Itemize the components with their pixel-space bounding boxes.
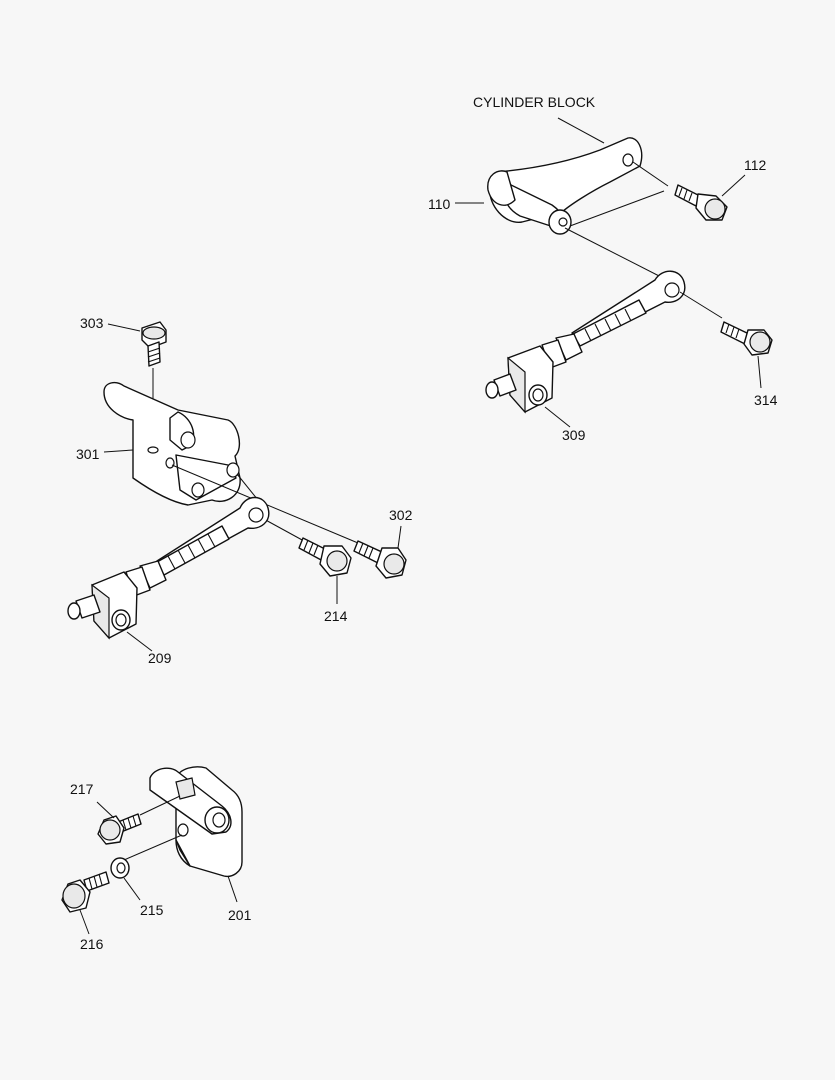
part-215-washer [110, 857, 130, 879]
label-309: 309 [562, 427, 586, 443]
guide-217-201 [139, 795, 181, 816]
part-209-rod-end [67, 496, 270, 640]
guide-309-314 [679, 291, 723, 319]
leader-cylinder-block [557, 117, 605, 144]
guide-110-309 [564, 227, 666, 280]
part-217-bolt [97, 813, 142, 845]
leader-201 [227, 875, 238, 903]
label-110: 110 [428, 196, 451, 212]
guide-110-112b [569, 190, 665, 227]
label-112: 112 [744, 157, 767, 173]
leader-209 [126, 631, 153, 652]
label-301: 301 [76, 446, 100, 462]
leader-314 [757, 355, 762, 389]
leader-112 [721, 174, 746, 197]
title-cylinder-block: CYLINDER BLOCK [473, 94, 596, 110]
label-302: 302 [389, 507, 413, 523]
label-215: 215 [140, 902, 164, 918]
part-216-bolt [61, 871, 110, 913]
leader-217 [96, 801, 115, 819]
leader-309 [544, 406, 571, 428]
leader-215 [123, 877, 141, 901]
leader-302 [397, 525, 402, 549]
guide-215-201 [123, 834, 183, 861]
label-217: 217 [70, 781, 94, 797]
part-112-bolt [674, 184, 728, 221]
label-314: 314 [754, 392, 778, 408]
part-309-rod-end [485, 270, 686, 414]
part-110-bracket [487, 137, 643, 235]
part-201-bracket [149, 766, 243, 878]
label-216: 216 [80, 936, 104, 952]
part-214-bolt [298, 537, 352, 577]
label-201: 201 [228, 907, 252, 923]
part-302-bolt [353, 540, 407, 579]
guide-209-214 [261, 517, 305, 542]
leader-301 [103, 449, 134, 453]
part-301-bracket [103, 381, 241, 506]
guide-110-112 [632, 161, 669, 187]
part-303-bolt [141, 321, 167, 367]
label-303: 303 [80, 315, 104, 331]
label-214: 214 [324, 608, 348, 624]
leader-303 [107, 323, 141, 332]
label-209: 209 [148, 650, 172, 666]
leader-216 [79, 909, 90, 935]
part-314-bolt [720, 321, 773, 356]
